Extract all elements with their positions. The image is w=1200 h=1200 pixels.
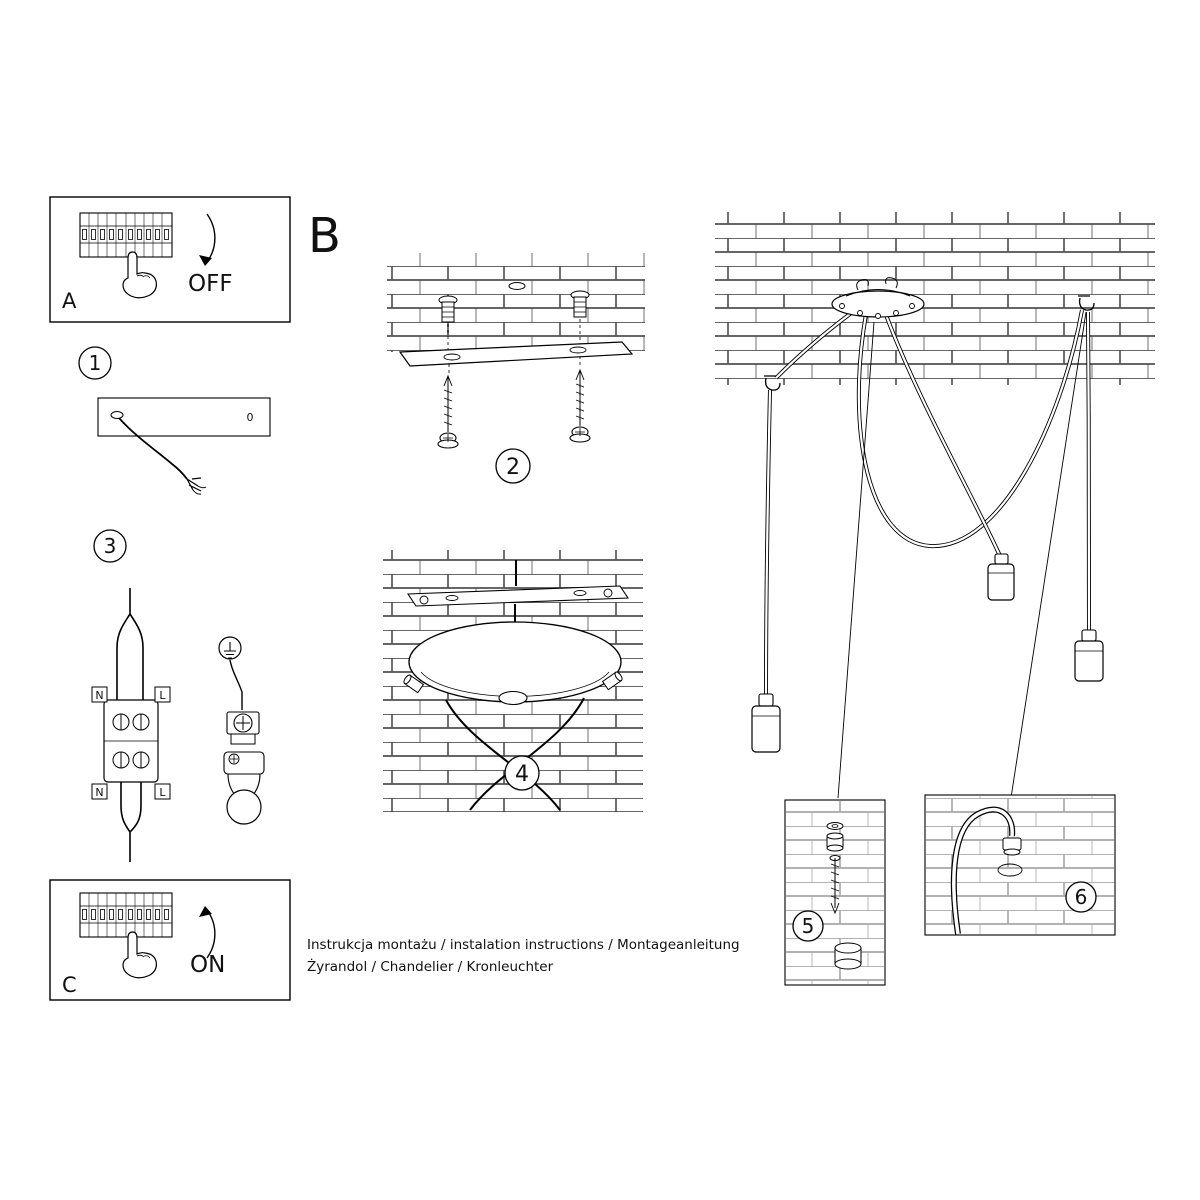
ground-wire (229, 659, 243, 710)
mounting-strip (406, 585, 630, 607)
strip-hole-left (443, 353, 461, 361)
footer: Instrukcja montażu / instalation instruc… (307, 937, 740, 975)
alignment-guides (447, 319, 581, 374)
grip-outline (997, 863, 1023, 877)
template-strip (97, 397, 271, 437)
pendant-socket-right (1074, 629, 1104, 682)
step-4-badge (504, 755, 540, 791)
step-3-badge (93, 529, 127, 563)
panel-a-label: A (62, 289, 77, 313)
step-1-badge (78, 346, 112, 380)
step-3: 3 N L N L (91, 529, 265, 862)
label-l-bottom: L (159, 786, 166, 799)
strip-hole-right (569, 346, 587, 354)
ceiling-canopy (831, 277, 925, 319)
brick-wall (387, 253, 645, 352)
spacer-cylinder (834, 942, 862, 970)
step-6-badge (1065, 881, 1097, 913)
strip-hole (110, 411, 124, 419)
step-4-number: 4 (515, 762, 529, 787)
on-label: ON (190, 952, 225, 978)
strip-screw-left (419, 595, 429, 605)
strip-screw-right (603, 588, 613, 598)
canopy-gland-left (403, 674, 425, 694)
screw-right (569, 368, 591, 443)
step-3-number: 3 (104, 534, 117, 558)
step-2: 2 (387, 253, 645, 484)
wall-hook-left (764, 375, 781, 391)
circuit-breaker-icon (79, 892, 173, 938)
ground-terminal (226, 711, 260, 745)
step-6: 6 (924, 794, 1116, 936)
arrow-up-icon (199, 906, 216, 959)
step-2-number: 2 (506, 455, 520, 480)
step-4: 4 (383, 550, 643, 812)
wiring-diagram: N L N L (91, 588, 171, 862)
wall-hook-right (1078, 295, 1095, 311)
step-5: 5 (784, 799, 886, 986)
callout-line-step5 (837, 321, 875, 799)
pendant-cable-right (469, 697, 585, 811)
canopy-gland-right (601, 671, 623, 691)
brick-wall (715, 212, 1155, 385)
label-n-bottom: N (95, 786, 103, 799)
canopy (403, 621, 623, 706)
step-6-number: 6 (1075, 885, 1088, 909)
step-5-number: 5 (802, 914, 815, 938)
strip-zero-mark: 0 (247, 411, 254, 424)
footer-line-2: Żyrandol / Chandelier / Kronleuchter (307, 957, 554, 975)
power-cable-icon (118, 417, 207, 495)
circuit-breaker-icon (79, 212, 173, 258)
pendant-socket-middle (987, 553, 1015, 601)
step-5-badge (792, 910, 824, 942)
strip-hole-left (445, 595, 459, 601)
step-2-badge (495, 448, 531, 484)
wall-anchor-left (438, 295, 458, 323)
panel-c-label: C (62, 973, 77, 997)
chandelier-overview (715, 212, 1155, 857)
panel-c: ON C (49, 879, 291, 1001)
swag-cables (764, 306, 1091, 697)
label-n-top: N (95, 689, 103, 702)
footer-line-1: Instrukcja montażu / instalation instruc… (307, 937, 740, 953)
wall-anchor-right (570, 290, 590, 318)
label-l-top: L (159, 689, 166, 702)
screw-left (437, 374, 459, 449)
pendant-socket-left (751, 693, 781, 753)
cable-gland (826, 832, 844, 852)
off-label: OFF (188, 271, 233, 297)
lamp-holder-side (223, 751, 265, 825)
fixing-screw (829, 855, 841, 915)
pendant-cable-left (445, 699, 561, 811)
cable-bend-detail (950, 806, 1023, 935)
canopy-hooks (856, 277, 898, 291)
section-b-label: B (308, 208, 341, 264)
callout-line-step6 (1001, 311, 1087, 857)
strain-relief-nut (1002, 837, 1022, 851)
washer (826, 822, 844, 830)
arrow-down-icon (199, 213, 216, 266)
step-1-number: 1 (89, 351, 102, 375)
canopy-center-hole (498, 690, 528, 706)
ground-symbol-icon (218, 636, 242, 660)
panel-a: OFF A (49, 196, 291, 323)
step-1: 1 0 (78, 346, 271, 495)
strip-hole-right (573, 590, 587, 596)
ceiling-cable-hole (508, 282, 526, 290)
